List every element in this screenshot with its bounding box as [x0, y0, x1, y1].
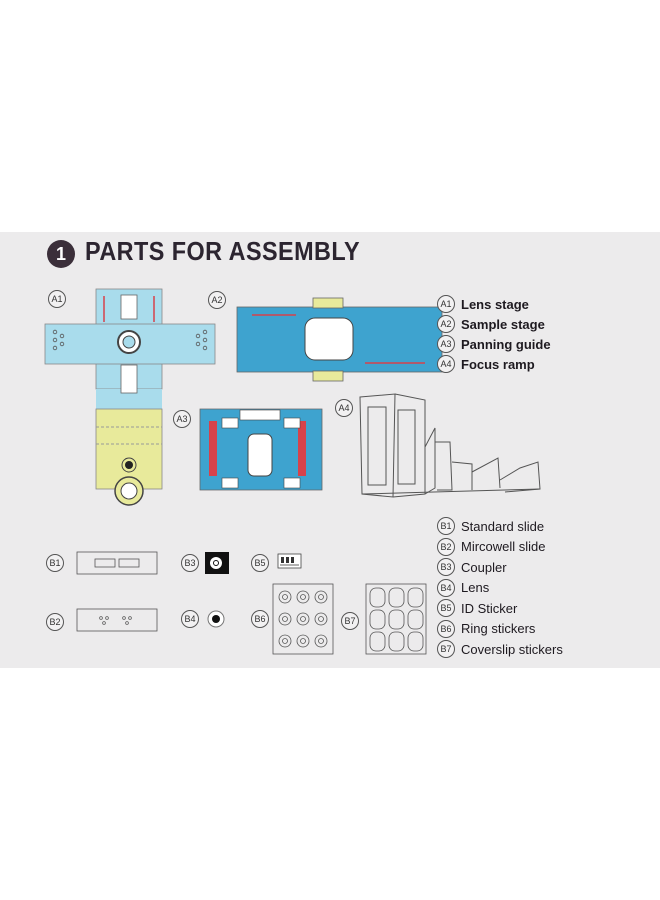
legend-tag: A1 — [437, 295, 455, 313]
legend-label: ID Sticker — [461, 600, 518, 616]
legend-label: Ring stickers — [461, 621, 536, 636]
standard-slide-drawing — [76, 551, 158, 575]
ring-stickers-drawing — [272, 583, 334, 655]
legend-tag: B1 — [437, 517, 455, 535]
legend-label: Coverslip stickers — [461, 641, 563, 657]
legend-tag: A4 — [437, 355, 455, 373]
legend-label: Lens stage — [461, 296, 529, 312]
tag-b3: B3 — [181, 554, 199, 572]
tag-b1: B1 — [46, 554, 64, 572]
legend-item: A1 Lens stage — [437, 294, 637, 314]
legend-label: Coupler — [461, 559, 507, 575]
legend-item: B6 Ring stickers — [437, 619, 637, 639]
legend-label: Lens — [461, 580, 490, 595]
legend-label: Focus ramp — [461, 356, 535, 372]
tag-a2: A2 — [208, 291, 226, 309]
tag-b5: B5 — [251, 554, 269, 572]
legend-tag: B3 — [437, 558, 455, 576]
legend-label: Standard slide — [461, 518, 545, 534]
lens-stage-drawing — [44, 288, 216, 506]
tag-a1: A1 — [48, 290, 66, 308]
legend-item: B1 Standard slide — [437, 516, 637, 536]
legend-label: Mircowell slide — [461, 539, 546, 554]
legend-tag: A2 — [437, 315, 455, 333]
coverslip-stickers-drawing — [365, 583, 427, 655]
tag-a4: A4 — [335, 399, 353, 417]
legend-item: B3 Coupler — [437, 557, 637, 577]
legend-item: A2 Sample stage — [437, 314, 637, 334]
tag-b6: B6 — [251, 610, 269, 628]
panning-guide-drawing — [199, 408, 323, 491]
legend-tag: B6 — [437, 619, 455, 638]
tag-b4: B4 — [181, 610, 199, 628]
section-number-badge: 1 — [47, 240, 75, 268]
legend-tag: B7 — [437, 640, 455, 658]
section-title: PARTS FOR ASSEMBLY — [85, 236, 361, 266]
legend-tag: B4 — [437, 578, 455, 597]
legend-label: Panning guide — [461, 336, 551, 352]
legend-item: B4 Lens — [437, 578, 637, 598]
coupler-drawing — [205, 552, 229, 574]
focus-ramp-drawing — [359, 393, 541, 498]
parts-illustration — [44, 288, 541, 655]
tag-b7: B7 — [341, 612, 359, 630]
tag-a3: A3 — [173, 410, 191, 428]
microwell-slide-drawing — [76, 608, 158, 632]
legend-item: B2 Mircowell slide — [437, 537, 637, 557]
legend-tag: B2 — [437, 537, 455, 556]
legend-item: B7 Coverslip stickers — [437, 639, 637, 659]
legend-tag: B5 — [437, 599, 455, 617]
id-sticker-drawing — [277, 553, 302, 569]
legend-item: A4 Focus ramp — [437, 354, 637, 374]
legend-tag: A3 — [437, 335, 455, 353]
legend-item: B5 ID Sticker — [437, 598, 637, 618]
legend-item: A3 Panning guide — [437, 334, 637, 354]
sample-stage-drawing — [236, 297, 443, 382]
tag-b2: B2 — [46, 613, 64, 631]
legend-label: Sample stage — [461, 316, 545, 332]
lens-drawing — [207, 610, 225, 628]
